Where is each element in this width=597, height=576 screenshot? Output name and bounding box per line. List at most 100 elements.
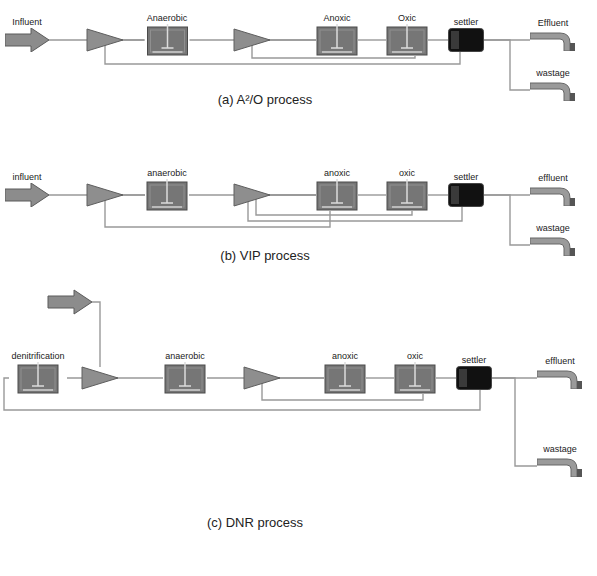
node-label: Anaerobic	[147, 12, 188, 24]
node-label: Anoxic	[323, 12, 350, 24]
reactor-tank-shape	[317, 24, 357, 55]
node-label: anoxic	[332, 350, 358, 362]
reactor-tank: anoxic	[324, 350, 366, 394]
node-label: anoxic	[324, 167, 350, 179]
node-label: Influent	[12, 16, 42, 28]
outlet-pipe-outline	[537, 455, 583, 477]
node-label: influent	[12, 171, 41, 183]
node-label: effluent	[545, 355, 574, 367]
reactor-tank: anoxic	[316, 167, 358, 211]
outlet-pipe-shape	[537, 371, 582, 389]
influent-node: Influent	[5, 16, 49, 52]
pipe-connector	[484, 195, 530, 245]
reactor-tank-outline	[316, 179, 358, 211]
process-caption: (a) A²/O process	[218, 92, 313, 108]
settler-tank: settler	[448, 171, 484, 207]
influent-arrow	[48, 290, 92, 314]
influent-node-shape	[5, 183, 49, 207]
reactor-tank: oxic	[386, 167, 428, 211]
outlet-pipe: effluent	[537, 355, 583, 389]
reactor-tank: oxic	[394, 350, 436, 394]
reactor-tank: anaerobic	[145, 167, 189, 211]
node-label: denitrification	[11, 350, 64, 362]
reactor-tank-shape	[387, 24, 427, 55]
reactor-tank-outline	[394, 362, 436, 394]
reactor-tank: Anoxic	[316, 12, 358, 56]
mixer-symbol	[234, 29, 270, 51]
reactor-tank: denitrification	[9, 350, 67, 394]
influent-node-outline	[5, 183, 49, 207]
settler-tank-outline	[448, 28, 484, 52]
settler-tank-outline	[448, 183, 484, 207]
node-label: Oxic	[398, 12, 416, 24]
outlet-pipe-outline	[530, 79, 576, 101]
reactor-tank-outline	[386, 24, 428, 56]
pipe-connector	[105, 195, 330, 227]
pipe-connector	[428, 39, 448, 40]
settler-tank-shape	[449, 184, 484, 207]
outlet-pipe-outline	[530, 234, 576, 256]
outlet-pipe-outline	[530, 184, 576, 206]
reactor-tank-shape	[147, 24, 187, 55]
outlet-pipe: wastage	[530, 67, 576, 101]
settler-tank: settler	[456, 354, 492, 390]
reactor-tank-outline	[145, 24, 190, 56]
reactor-tank-shape	[387, 179, 427, 210]
node-label: anaerobic	[165, 350, 205, 362]
settler-tank-outline	[456, 366, 492, 390]
pipe-connector	[428, 194, 448, 195]
reactor-tank: anaerobic	[163, 350, 207, 394]
pipe-connector	[358, 194, 386, 195]
node-label: anaerobic	[147, 167, 187, 179]
pipe-connector	[492, 378, 537, 466]
outlet-pipe-shape	[530, 188, 575, 206]
node-label: wastage	[543, 443, 577, 455]
reactor-tank-shape	[147, 179, 187, 210]
reactor-tank-shape	[395, 362, 435, 393]
outlet-pipe-shape	[537, 459, 582, 477]
influent-node-outline	[5, 28, 49, 52]
node-label: wastage	[536, 67, 570, 79]
influent-node: influent	[5, 171, 49, 207]
node-label: effluent	[538, 172, 567, 184]
pipe-connector	[358, 39, 386, 40]
reactor-tank-shape	[317, 179, 357, 210]
node-label: settler	[462, 354, 487, 366]
mixer-symbol	[234, 184, 270, 206]
pipe-connector	[484, 40, 530, 90]
mixer-symbol	[244, 367, 280, 389]
influent-node-shape	[5, 28, 49, 52]
outlet-pipe-shape	[530, 83, 575, 101]
reactor-tank-outline	[316, 24, 358, 56]
reactor-tank-outline	[145, 179, 189, 211]
outlet-pipe: Effluent	[530, 17, 576, 51]
node-label: oxic	[399, 167, 415, 179]
outlet-pipe-shape	[530, 33, 575, 51]
outlet-pipe: effluent	[530, 172, 576, 206]
node-label: settler	[454, 16, 479, 28]
process-caption: (c) DNR process	[207, 515, 303, 531]
node-label: Effluent	[538, 17, 568, 29]
settler-tank-shape	[449, 29, 484, 52]
node-label: settler	[454, 171, 479, 183]
outlet-pipe-outline	[530, 29, 576, 51]
outlet-pipe-outline	[537, 367, 583, 389]
influent-line	[92, 302, 100, 367]
process-caption: (b) VIP process	[220, 248, 309, 264]
reactor-tank-shape	[165, 362, 205, 393]
pipe-connector	[436, 377, 456, 378]
reactor-tank-outline	[9, 362, 67, 394]
reactor-tank-shape	[325, 362, 365, 393]
reactor-tank: Anaerobic	[145, 12, 190, 56]
outlet-pipe: wastage	[530, 222, 576, 256]
mixer-symbol	[82, 367, 118, 389]
outlet-pipe: wastage	[537, 443, 583, 477]
reactor-tank-outline	[163, 362, 207, 394]
reactor-tank: Oxic	[386, 12, 428, 56]
reactor-tank-outline	[324, 362, 366, 394]
reactor-tank-shape	[18, 362, 58, 393]
node-label: wastage	[536, 222, 570, 234]
outlet-pipe-shape	[530, 238, 575, 256]
